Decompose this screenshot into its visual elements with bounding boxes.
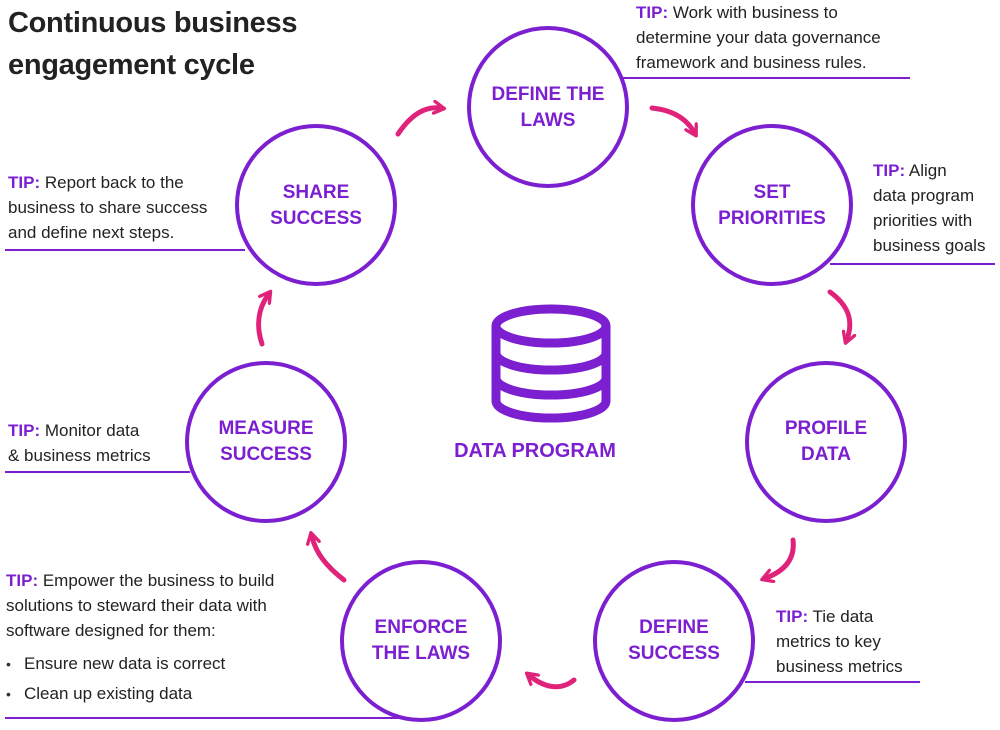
stage-circle-set-priorities [691,124,853,286]
tip-key: TIP: [6,571,39,590]
stage-label-line: MEASURE [218,418,314,439]
tip-define-the-laws: TIP: Work with business to determine you… [636,0,881,75]
tip-define-success: TIP: Tie data metrics to key business me… [776,604,903,679]
tip-text-line: framework and business rules. [636,53,867,72]
stage-label-line: ENFORCE [374,617,468,638]
stage-label-line: DATA [801,444,851,465]
tip-text-line: Work with business to [668,3,838,22]
tip-key: TIP: [8,173,41,192]
tip-set-priorities: TIP: Align data program priorities with … [873,158,985,258]
stage-circle-profile-data [745,361,907,523]
tip-text-line: priorities with [873,211,973,230]
tip-share-success: TIP: Report back to the business to shar… [8,170,207,245]
stage-label-line: SHARE [282,182,350,203]
stage-label-line: THE LAWS [371,643,471,664]
arrow-define-laws-to-set-priorities [649,105,694,132]
arrow-measure-to-share [256,295,268,347]
arrow-set-priorities-to-profile [827,289,850,339]
arrow-profile-to-define-success [766,537,796,578]
tip-text-line: business to share success [8,198,208,217]
tip-key: TIP: [8,421,41,440]
stage-label-line: SUCCESS [220,444,312,465]
stage-label-line: SUCCESS [628,643,720,664]
database-icon [491,304,611,423]
stage-label-line: SET [753,182,791,203]
arrow-share-to-define-laws [395,108,440,137]
stage-label-measure-success: MEASURE SUCCESS [191,416,341,468]
tip-text-line: Empower the business to build [38,571,275,590]
tip-text-line: Report back to the [40,173,184,192]
stage-circle-enforce-the-laws [340,560,502,722]
stage-label-line: LAWS [520,110,576,131]
stage-label-line: DEFINE [639,617,709,638]
tip-text-line: determine your data governance [636,28,881,47]
stage-circle-share-success [235,124,397,286]
tip-key: TIP: [873,161,906,180]
tip-text-line: and define next steps. [8,223,175,242]
tip-measure-success: TIP: Monitor data & business metrics [8,418,151,468]
arrow-enforce-to-measure [312,537,347,583]
tip-bullet-item: Clean up existing data [6,679,274,709]
tip-bullet-list: Ensure new data is correct Clean up exis… [6,649,274,709]
tip-text-line: & business metrics [8,446,151,465]
stage-circle-define-the-laws [467,26,629,188]
stage-label-line: SUCCESS [270,208,362,229]
stage-label-profile-data: PROFILE DATA [751,416,901,468]
tip-key: TIP: [636,3,669,22]
stage-circle-measure-success [185,361,347,523]
stage-label-line: PRIORITIES [718,208,826,229]
tip-text-line: Tie data [808,607,874,626]
tip-text-line: metrics to key [776,632,881,651]
tip-text-line: Align [905,161,947,180]
stage-circle-define-success [593,560,755,722]
tip-text-line: data program [873,186,975,205]
tip-key: TIP: [776,607,809,626]
tip-enforce-the-laws: TIP: Empower the business to build solut… [6,568,274,709]
stage-label-set-priorities: SET PRIORITIES [697,180,847,232]
arrow-define-success-to-enforce [530,676,577,690]
stage-label-enforce-the-laws: ENFORCE THE LAWS [346,615,496,667]
page-title: Continuous business engagement cycle [8,7,298,81]
stage-label-line: DEFINE THE [491,84,605,105]
stage-label-share-success: SHARE SUCCESS [241,180,391,232]
stage-label-define-the-laws: DEFINE THE LAWS [473,82,623,134]
tip-text-line: software designed for them: [6,621,216,640]
stage-label-define-success: DEFINE SUCCESS [599,615,749,667]
tip-text-line: Monitor data [40,421,140,440]
tip-text-line: business metrics [776,657,903,676]
center-label: DATA PROGRAM [454,440,616,462]
tip-bullet-item: Ensure new data is correct [6,649,274,679]
tip-text-line: solutions to steward their data with [6,596,267,615]
tip-text-line: business goals [873,236,986,255]
stage-label-line: PROFILE [784,418,868,439]
